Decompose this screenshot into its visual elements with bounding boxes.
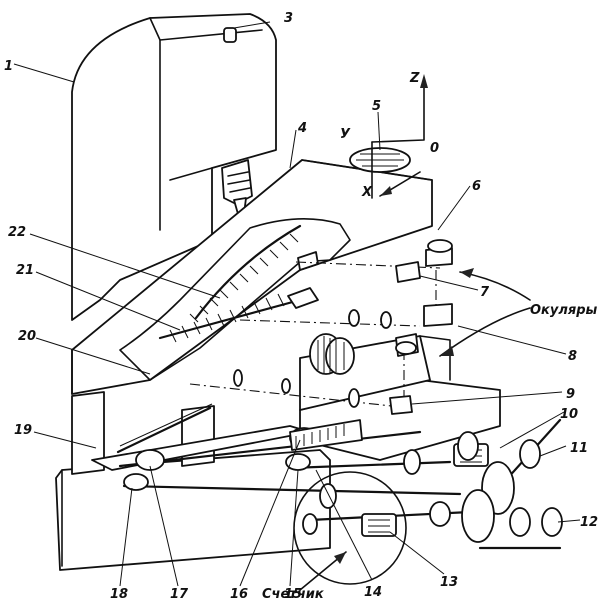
label-15: 15 — [284, 587, 302, 602]
counter-gear-train — [118, 418, 563, 591]
label-7: 7 — [480, 285, 490, 300]
label-18: 18 — [110, 587, 128, 602]
axis-z-label: Z — [409, 71, 420, 86]
label-5: 5 — [372, 99, 381, 114]
main-table — [71, 74, 433, 395]
label-11: 11 — [570, 441, 588, 456]
label-8: 8 — [568, 349, 577, 364]
label-20: 20 — [18, 329, 36, 344]
label-3: 3 — [284, 11, 293, 26]
caption-counter: Счетчик — [262, 587, 325, 602]
label-14: 14 — [364, 585, 382, 600]
label-10: 10 — [560, 407, 578, 422]
axis-origin-label: 0 — [430, 141, 439, 156]
label-19: 19 — [14, 423, 32, 438]
objective-gear — [309, 333, 355, 375]
label-12: 12 — [580, 515, 598, 530]
label-1: 1 — [4, 59, 13, 74]
axis-x-label: Х — [361, 185, 373, 200]
leader-lines — [29, 111, 581, 587]
axis-labels: Z У Х 0 — [340, 71, 439, 200]
axis-y-label: У — [340, 127, 351, 142]
label-9: 9 — [566, 387, 575, 402]
label-4: 4 — [297, 121, 307, 136]
label-6: 6 — [472, 179, 481, 194]
label-17: 17 — [170, 587, 189, 602]
label-21: 21 — [16, 263, 34, 278]
label-16: 16 — [230, 587, 248, 602]
part-labels: 1 3 4 5 6 7 8 9 10 11 12 13 14 15 16 17 … — [4, 11, 598, 602]
label-22: 22 — [8, 225, 26, 240]
label-13: 13 — [440, 575, 458, 590]
caption-eyepieces: Окуляры — [530, 303, 598, 318]
